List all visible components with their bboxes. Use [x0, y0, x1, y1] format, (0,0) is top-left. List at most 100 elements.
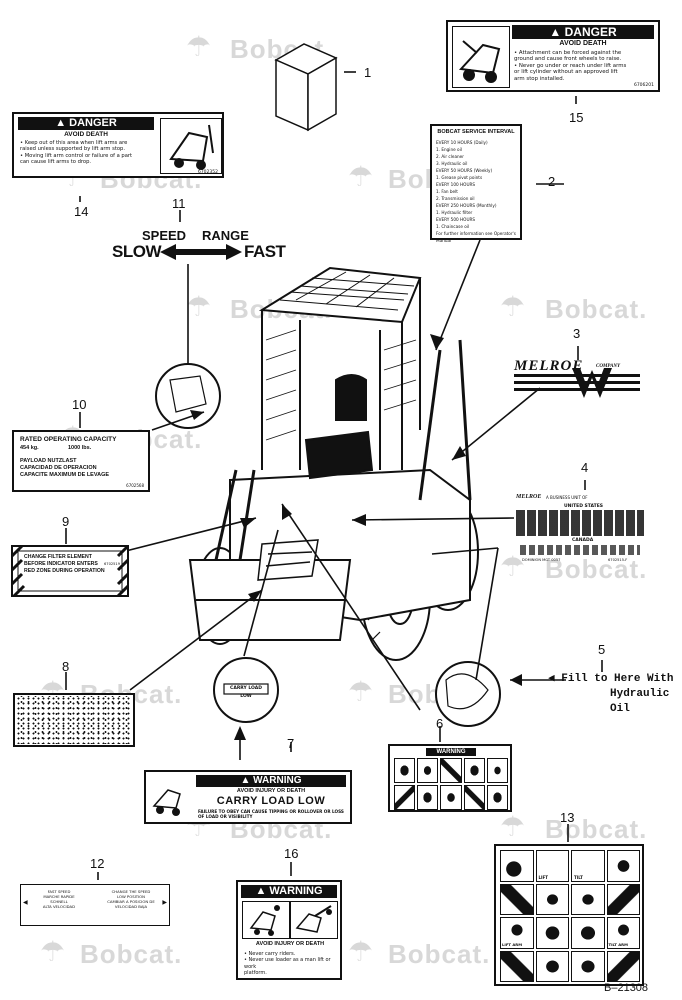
- decal-11-top-right: RANGE: [202, 228, 249, 243]
- decal-2-body: EVERY 10 HOURS (Daily) 1. Engine oil 2. …: [436, 140, 516, 243]
- pictogram-icon: [394, 785, 416, 810]
- decal-10-value-lbs: 1000 lbs.: [68, 445, 92, 451]
- pictogram-icon: [394, 758, 416, 783]
- pictogram-icon: [500, 850, 534, 882]
- cube-item-icon: [274, 43, 338, 132]
- pictogram-icon: [606, 850, 640, 882]
- warning-triangle-icon: ▲: [549, 25, 562, 39]
- decal-10-body: PAYLOAD NUTZLAST CAPACIDAD DE OPERACION …: [20, 458, 110, 478]
- callout-16: 16: [284, 846, 299, 861]
- pictogram-icon: [440, 785, 462, 810]
- decal-16-subheader: AVOID INJURY OR DEATH: [255, 941, 325, 947]
- callout-14: 14: [74, 204, 89, 219]
- pictogram-icon: [571, 883, 605, 915]
- bobcat-logo-icon: ☂: [348, 675, 374, 708]
- watermark-text: Bobcat.: [80, 939, 183, 969]
- callout-4: 4: [581, 460, 589, 475]
- bobcat-logo-icon: ☂: [500, 290, 526, 323]
- arrow-left-icon: ◀: [548, 673, 555, 685]
- speed-arrow-icon: [160, 244, 242, 260]
- arrow-left-icon: ◀: [23, 899, 28, 906]
- callout-15: 15: [569, 110, 584, 125]
- decal-12-speed-change: FAST SPEED MARCHE RAPIDE SCHNELL ALTA VE…: [20, 884, 170, 926]
- decal-3-brand: MELROE: [514, 358, 584, 374]
- loader-pictogram-icon: [452, 26, 510, 88]
- pictogram-icon: [486, 785, 508, 810]
- decal-14-code: 6702352: [197, 170, 218, 175]
- decal-14-body: • Keep out of this area when lift arms a…: [20, 140, 133, 165]
- callout-2: 2: [548, 174, 556, 189]
- decal-16-header: WARNING: [269, 885, 323, 897]
- no-riders-pictogram-icon: [242, 901, 290, 939]
- decal-14-subheader: AVOID DEATH: [64, 131, 108, 138]
- decal-16-body: • Never carry riders. • Never use loader…: [244, 951, 331, 977]
- decal-15-danger: ▲ DANGER AVOID DEATH • Attachment can be…: [446, 20, 660, 92]
- decal-6-header: WARNING: [426, 748, 476, 756]
- callout-12: 12: [90, 856, 105, 871]
- decal-9-code: 6702519: [104, 562, 121, 566]
- control-pictogram-grid: LIFT TILT LIFT ARM TILT ARM: [500, 850, 640, 982]
- hazard-stripes-icon: [11, 545, 129, 597]
- pictogram-icon: [500, 950, 534, 982]
- decal-7-warning: ▲ WARNING AVOID INJURY OR DEATH CARRY LO…: [144, 770, 352, 824]
- decal-13-controls: LIFT TILT LIFT ARM TILT ARM: [494, 844, 644, 986]
- pictogram-icon: [463, 758, 485, 783]
- pictogram-icon: LIFT: [535, 850, 569, 882]
- decal-4-patents: MELROE A BUSINESS UNIT OF UNITED STATES …: [516, 494, 646, 568]
- pictogram-icon: [571, 950, 605, 982]
- decal-7-subheader: AVOID INJURY OR DEATH: [236, 788, 306, 794]
- decal-11-top-left: SPEED: [142, 228, 187, 243]
- decal-15-code: 6706201: [633, 83, 654, 88]
- pictogram-icon: TILT: [571, 850, 605, 882]
- decal-15-subheader: AVOID DEATH: [559, 40, 607, 47]
- warning-triangle-icon: ▲: [55, 117, 67, 129]
- bobcat-logo-icon: ☂: [186, 30, 212, 63]
- decal-11-fast: FAST: [244, 242, 286, 261]
- decal-4-code-left: DOMINION MGT 0057: [522, 558, 561, 562]
- warning-triangle-icon: ▲: [240, 775, 251, 786]
- pictogram-icon: [535, 883, 569, 915]
- bobcat-logo-icon: ☂: [40, 935, 66, 968]
- pictogram-grid: [394, 758, 508, 810]
- patent-number-block: [516, 510, 644, 536]
- bobcat-logo-icon: ☂: [348, 160, 374, 193]
- callout-11: 11: [172, 196, 186, 211]
- decal-4-section-us: UNITED STATES: [564, 504, 604, 509]
- figure-code: B–21308: [604, 982, 649, 994]
- watermark-text: Bobcat.: [388, 939, 491, 969]
- decal-4-code-right: 6702515-F: [608, 558, 628, 562]
- decal-2-service-interval: BOBCAT SERVICE INTERVAL EVERY 10 HOURS (…: [430, 124, 522, 243]
- callout-10: 10: [72, 397, 87, 412]
- decal-4-text: A BUSINESS UNIT OF: [546, 495, 588, 500]
- decal-14-danger: ▲ DANGER AVOID DEATH • Keep out of this …: [12, 112, 224, 178]
- loader-pictogram-icon: [160, 118, 222, 174]
- decal-7-detail-label: CARRY LOAD LOW: [230, 686, 262, 699]
- decal-7-title: CARRY LOAD LOW: [216, 795, 326, 807]
- callout-13: 13: [560, 810, 575, 825]
- loader-pictogram-icon: [150, 776, 190, 820]
- decal-7-body: FAILURE TO OBEY CAN CAUSE TIPPING OR ROL…: [198, 809, 344, 820]
- decal-11-slow: SLOW: [112, 242, 162, 261]
- bobcat-logo-icon: ☂: [348, 935, 374, 968]
- callout-9: 9: [62, 514, 70, 529]
- decal-6-warning: WARNING: [388, 744, 512, 812]
- callout-3: 3: [573, 326, 581, 341]
- callout-1: 1: [364, 65, 372, 80]
- warning-triangle-icon: ▲: [255, 885, 267, 897]
- pictogram-icon: [417, 758, 439, 783]
- pictogram-icon: [486, 758, 508, 783]
- decal-10-value-kg: 454 kg.: [20, 445, 39, 451]
- callout-8: 8: [62, 659, 70, 674]
- pictogram-icon: LIFT ARM: [500, 917, 534, 949]
- watermark-text: Bobcat.: [545, 294, 648, 324]
- pictogram-icon: [535, 917, 569, 949]
- decal-3-suffix: COMPANY: [596, 364, 621, 369]
- melroe-stripes-icon: [514, 368, 640, 398]
- pictogram-icon: TILT ARM: [606, 917, 640, 949]
- decal-7-header: WARNING: [253, 775, 302, 786]
- patent-number-block: [520, 545, 640, 555]
- decal-14-header: DANGER: [69, 117, 117, 129]
- speckle-fill: [16, 696, 132, 744]
- bobcat-logo-icon: ☂: [186, 290, 212, 323]
